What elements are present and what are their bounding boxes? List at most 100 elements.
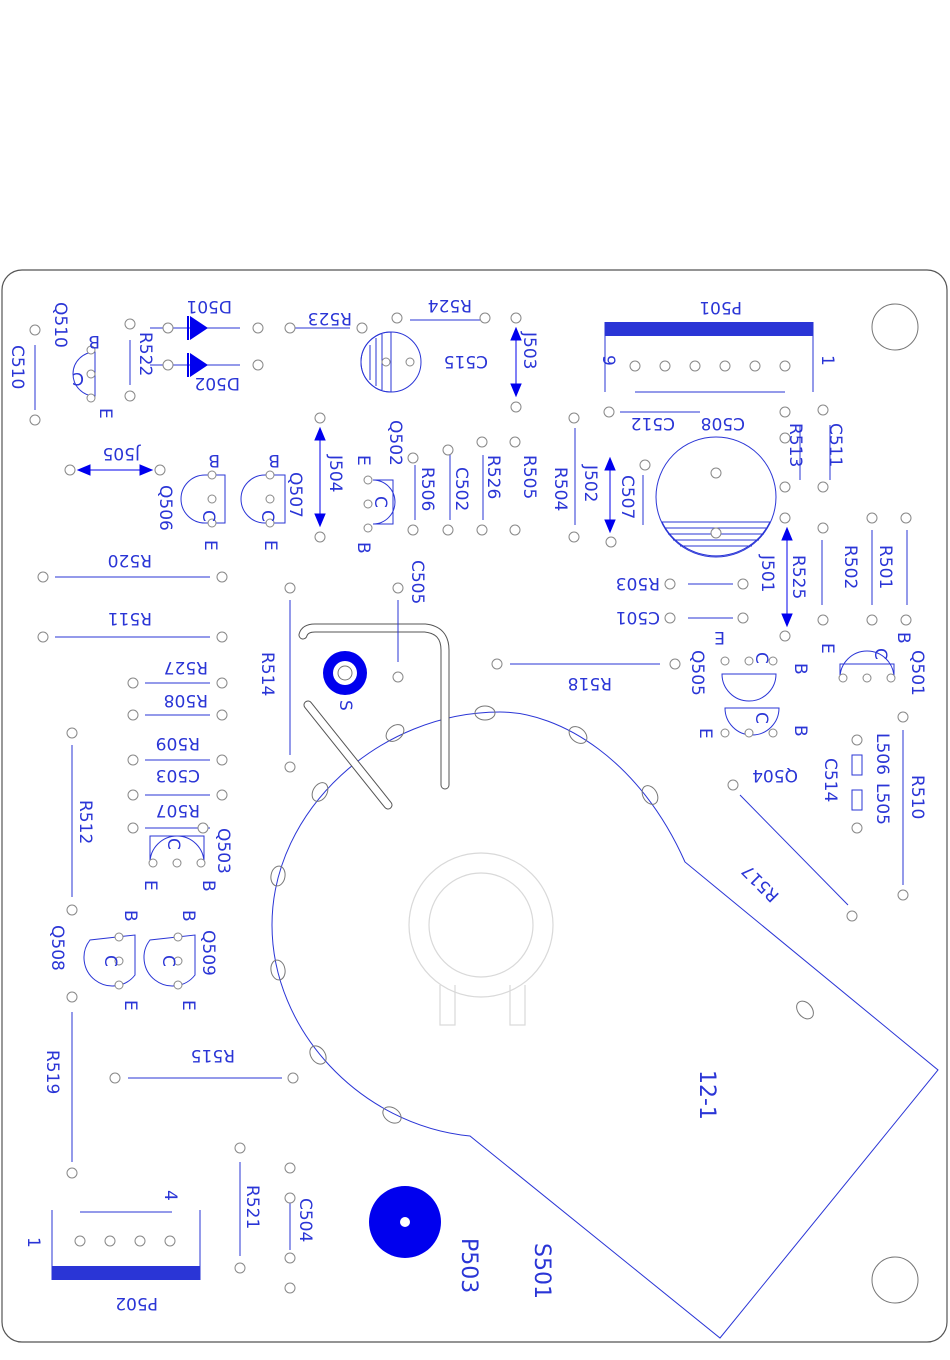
label-p502: P502 xyxy=(115,1293,158,1313)
switch-shaft-outline xyxy=(408,852,554,998)
pin-q508-c: C xyxy=(100,955,120,967)
capacitor-c515 xyxy=(360,331,422,393)
label-r514: R514 xyxy=(257,652,277,696)
pin-q501-b: B xyxy=(893,632,913,644)
labels: P501 9 1 C512 C508 R513 C511 R501 R502 R… xyxy=(7,295,927,1313)
label-r527: R527 xyxy=(164,657,208,677)
label-q508: Q508 xyxy=(47,925,67,971)
label-p501-pin1: 1 xyxy=(817,355,837,366)
label-c504: C504 xyxy=(295,1198,315,1242)
label-p502-pin4: 4 xyxy=(160,1190,180,1201)
label-c505: C505 xyxy=(407,560,427,604)
label-r523: R523 xyxy=(308,308,352,328)
pin-q509-b: B xyxy=(178,910,198,922)
label-q501: Q501 xyxy=(907,650,927,696)
label-j501: J501 xyxy=(757,554,777,592)
label-c502: C502 xyxy=(451,467,471,511)
capacitor-c508 xyxy=(655,436,777,558)
label-c501: C501 xyxy=(616,607,660,627)
label-r505: R505 xyxy=(519,455,539,499)
pin-q503-c: C xyxy=(163,838,183,850)
label-c503: C503 xyxy=(156,765,200,785)
label-q504: Q504 xyxy=(752,765,798,785)
label-c515: C515 xyxy=(444,351,488,371)
wire-jumper-inner xyxy=(299,624,449,789)
connector-p502 xyxy=(51,1210,201,1280)
label-r501: R501 xyxy=(875,545,895,589)
label-r511: R511 xyxy=(108,608,152,628)
inductor-l505 xyxy=(851,789,863,811)
label-p501-pin9: 9 xyxy=(598,355,618,366)
pin-q510-c: C xyxy=(72,368,84,388)
label-c507: C507 xyxy=(617,475,637,519)
label-d502: D502 xyxy=(194,373,240,393)
label-r508: R508 xyxy=(164,690,208,710)
inductor-l506 xyxy=(851,754,863,776)
pin-q505-e: E xyxy=(714,627,725,647)
mounting-hole-top-right xyxy=(871,303,919,351)
label-q509: Q509 xyxy=(198,930,218,976)
label-c514: C514 xyxy=(820,758,840,802)
through-holes xyxy=(29,312,912,1294)
switch-shaft-tabs xyxy=(439,985,526,1026)
pin-q507-e: E xyxy=(260,540,280,551)
label-r506: R506 xyxy=(417,467,437,511)
label-l505: L505 xyxy=(872,783,892,825)
pin-q504-e: E xyxy=(695,728,715,739)
pin-q504-b: B xyxy=(790,725,810,737)
label-d501: D501 xyxy=(186,296,232,316)
label-l506: L506 xyxy=(872,733,892,775)
label-q506: Q506 xyxy=(155,485,175,531)
pin-q501-e: E xyxy=(817,643,837,654)
pin-q506-b: B xyxy=(208,450,220,470)
label-r512: R512 xyxy=(75,800,95,844)
label-p501: P501 xyxy=(699,297,742,317)
label-r510: R510 xyxy=(907,775,927,819)
label-j502: J502 xyxy=(580,464,600,502)
pin-q505-c: C xyxy=(751,652,771,664)
pin-q510-e: E xyxy=(95,408,115,419)
pin-q508-e: E xyxy=(120,1000,140,1011)
label-r509: R509 xyxy=(156,733,200,753)
label-j505: J505 xyxy=(103,443,141,463)
connector-p501 xyxy=(604,322,814,393)
label-r507: R507 xyxy=(156,800,200,820)
label-s501: S501 xyxy=(529,1243,554,1299)
label-p502-pin1: 1 xyxy=(23,1237,43,1248)
p503-hole xyxy=(400,1217,410,1227)
pin-q502-b: B xyxy=(353,542,373,554)
label-c511: C511 xyxy=(825,423,845,467)
label-q507: Q507 xyxy=(285,472,305,518)
label-r515: R515 xyxy=(191,1045,235,1065)
label-c512: C512 xyxy=(631,413,675,433)
transistors xyxy=(72,351,895,987)
label-p503: P503 xyxy=(456,1238,481,1293)
label-q503: Q503 xyxy=(213,828,233,874)
pin-q503-b: B xyxy=(198,880,218,892)
label-r520: R520 xyxy=(108,550,152,570)
board-outline xyxy=(1,269,948,1343)
label-j503: J503 xyxy=(519,331,539,369)
label-r503: R503 xyxy=(616,573,660,593)
s-terminal-hole-ring xyxy=(333,661,357,685)
label-r525: R525 xyxy=(788,555,808,599)
pin-q508-b: B xyxy=(120,910,140,922)
label-q502: Q502 xyxy=(385,420,405,466)
pin-q504-c: C xyxy=(751,712,771,724)
label-r502: R502 xyxy=(840,545,860,589)
label-c510: C510 xyxy=(7,345,27,389)
s-terminal-hole xyxy=(337,665,353,681)
pin-q501-c: C xyxy=(870,648,890,660)
label-j504: J504 xyxy=(325,454,345,492)
pin-q509-e: E xyxy=(178,1000,198,1011)
label-r526: R526 xyxy=(483,455,503,499)
label-r519: R519 xyxy=(42,1050,62,1094)
label-r513: R513 xyxy=(785,423,805,467)
label-r517: R517 xyxy=(738,860,783,905)
label-q505: Q505 xyxy=(687,650,707,696)
label-r522: R522 xyxy=(135,332,155,376)
label-board-id: 12-1 xyxy=(694,1070,719,1120)
label-q510: Q510 xyxy=(50,302,70,348)
wire-jumper-outer xyxy=(298,623,450,790)
